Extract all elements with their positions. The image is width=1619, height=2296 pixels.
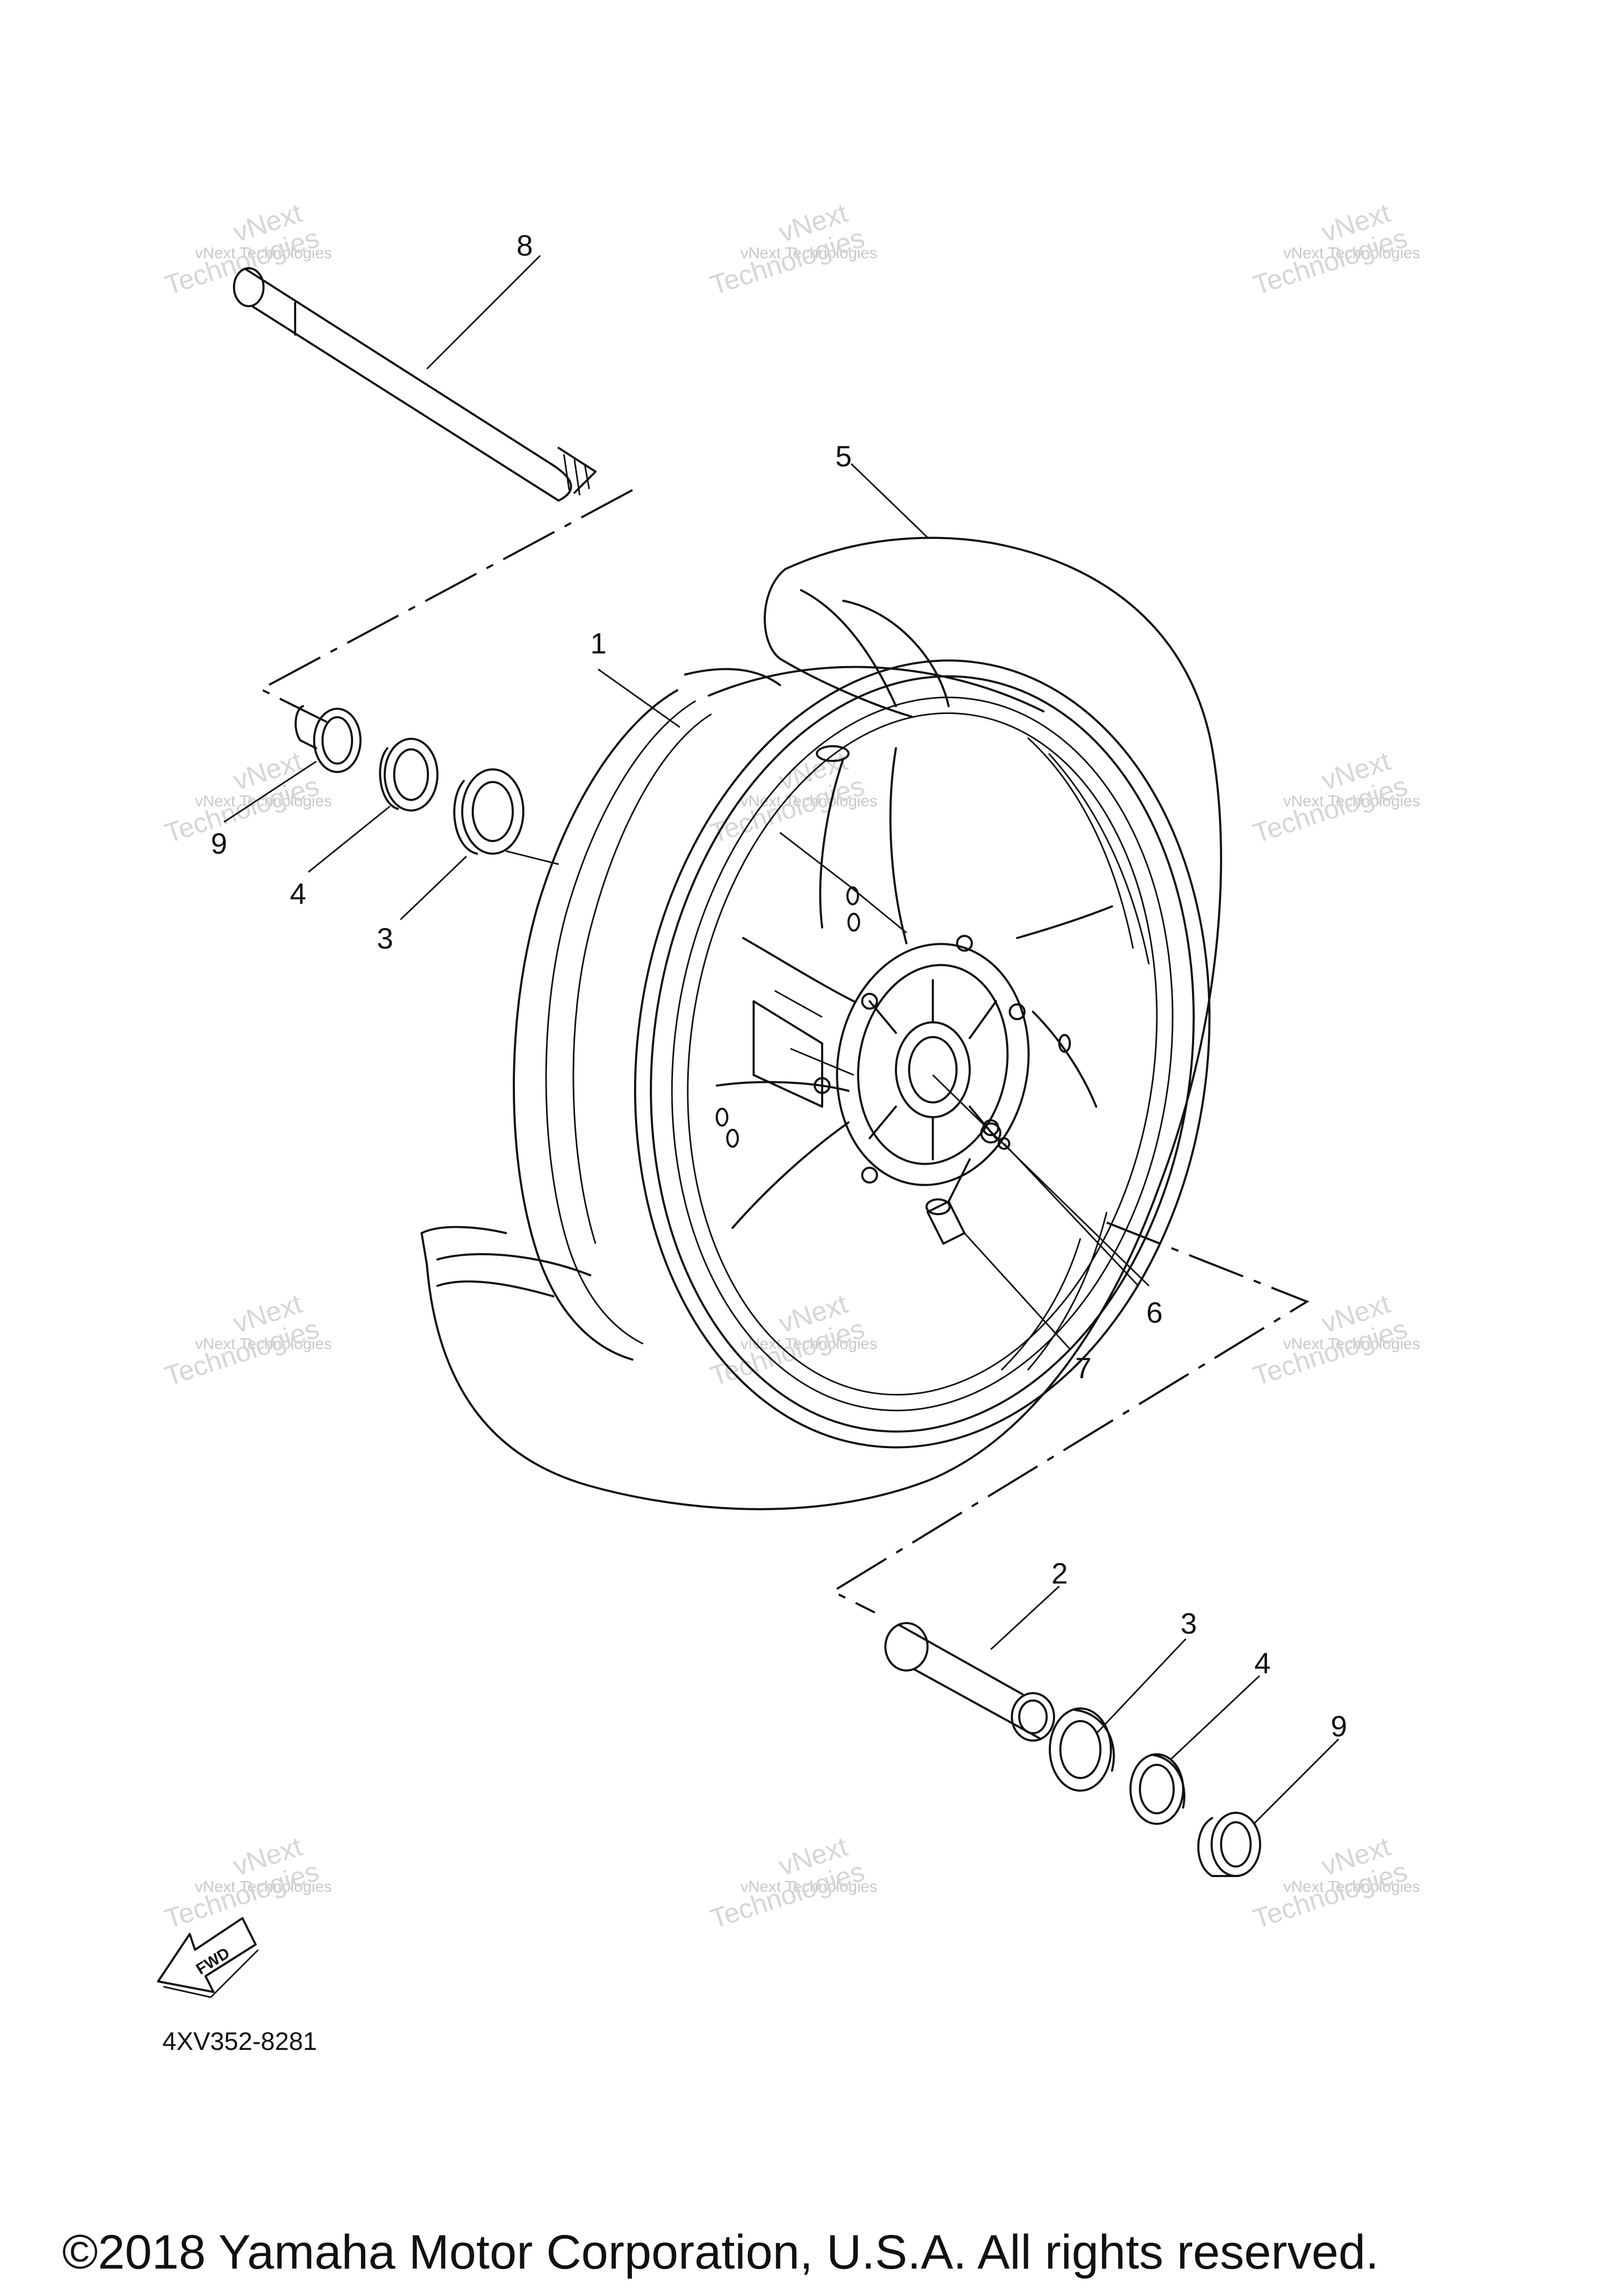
watermark-line: vNext Technologies <box>1283 793 1420 810</box>
callout-numbers: 8 5 1 9 4 3 6 7 2 3 4 9 <box>211 229 1347 1743</box>
callout-1: 1 <box>590 627 607 660</box>
callout-9-right: 9 <box>1331 1709 1347 1743</box>
callout-8: 8 <box>516 229 533 262</box>
wheel-spokes <box>716 747 1113 1229</box>
watermark: vNext Technologies vNext Technologies <box>161 1288 332 1392</box>
watermark: vNext Technologies vNext Technologies <box>1250 198 1420 301</box>
watermark: vNext Technologies vNext Technologies <box>707 746 877 849</box>
watermark-line: vNext Technologies <box>740 1878 877 1896</box>
part-code: 4XV352-8281 <box>162 2028 317 2056</box>
watermark: vNext Technologies vNext Technologies <box>161 746 332 849</box>
watermark: vNext Technologies vNext Technologies <box>1250 1831 1420 1934</box>
callout-7: 7 <box>1075 1351 1091 1384</box>
watermark: vNext Technologies vNext Technologies <box>161 1831 332 1934</box>
bearing-part-4-right[interactable] <box>1129 1753 1186 1825</box>
watermark-line: vNext Technologies <box>740 245 877 262</box>
copyright-notice: ©2018 Yamaha Motor Corporation, U.S.A. A… <box>62 2225 1379 2279</box>
watermark-line: vNext Technologies <box>1283 245 1420 262</box>
watermark-line: vNext Technologies <box>740 793 877 810</box>
callout-9-left: 9 <box>211 827 227 860</box>
watermark-line: vNext Technologies <box>1283 1878 1420 1896</box>
axis-line-left <box>258 489 633 723</box>
watermark-line: vNext Technologies <box>195 1335 332 1353</box>
watermark: vNext Technologies vNext Technologies <box>1250 1288 1420 1392</box>
callout-4-left: 4 <box>290 877 306 910</box>
wheel-assembly[interactable] <box>421 536 1259 1510</box>
rim-part-1[interactable] <box>513 689 678 1361</box>
axis-line-right <box>830 1222 1310 1614</box>
tire-part-5[interactable] <box>421 536 1222 1510</box>
callout-3-right: 3 <box>1181 1607 1197 1640</box>
bearing-part-3-left[interactable] <box>453 768 524 855</box>
collar-part-9-right[interactable] <box>1197 1812 1261 1877</box>
watermark-line: vNext Technologies <box>740 1335 877 1353</box>
axle-part-8[interactable] <box>233 267 597 502</box>
callout-5: 5 <box>835 439 852 473</box>
callout-6: 6 <box>1146 1296 1163 1329</box>
callout-3-left: 3 <box>377 922 393 955</box>
fwd-label: FWD <box>193 1945 232 1978</box>
bearing-part-4-left[interactable] <box>379 738 438 812</box>
watermark: vNext Technologies vNext Technologies <box>161 198 332 301</box>
watermarks: vNext Technologies vNext Technologies vN… <box>161 198 1420 1934</box>
collar-part-9-left[interactable] <box>294 705 362 773</box>
callout-2: 2 <box>1051 1557 1068 1590</box>
watermark-line: vNext Technologies <box>195 245 332 262</box>
watermark: vNext Technologies vNext Technologies <box>1250 746 1420 849</box>
watermark: vNext Technologies vNext Technologies <box>707 198 877 301</box>
hub-part-6[interactable] <box>716 745 1071 1200</box>
watermark-line: vNext Technologies <box>195 1878 332 1896</box>
bearing-part-3-right[interactable] <box>1049 1707 1115 1792</box>
watermark: vNext Technologies vNext Technologies <box>707 1831 877 1934</box>
watermark-line: vNext Technologies <box>1283 1335 1420 1353</box>
leader-lines <box>223 255 1340 1824</box>
spacer-part-2[interactable] <box>884 1622 1055 1742</box>
callout-4-right: 4 <box>1254 1646 1271 1679</box>
valve-part-7[interactable] <box>925 1158 971 1245</box>
